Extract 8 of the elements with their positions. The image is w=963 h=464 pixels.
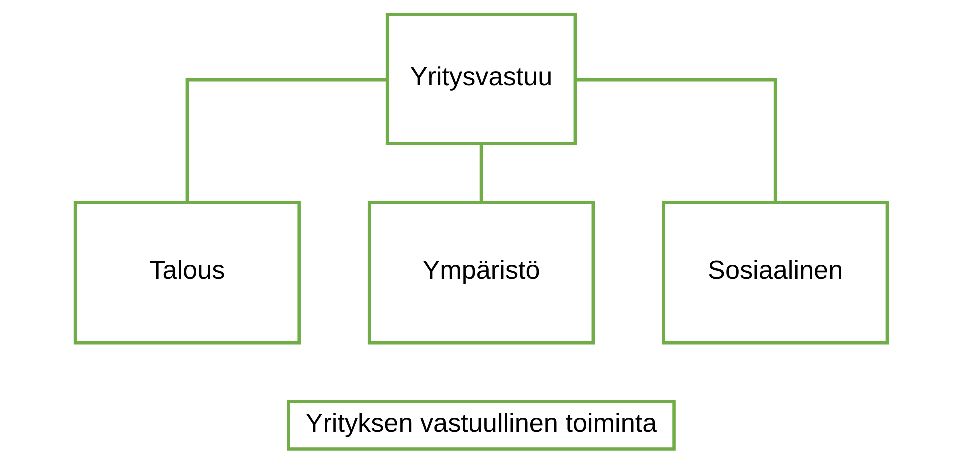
node-box: Sosiaalinen — [662, 200, 890, 345]
connector — [480, 144, 484, 202]
connector — [186, 78, 387, 202]
node-box: Talous — [74, 200, 301, 345]
node-box: Ympäristö — [368, 200, 596, 345]
node-box: Yritysvastuu — [386, 13, 578, 146]
node-box: Yrityksen vastuullinen toiminta — [287, 400, 676, 451]
connector — [576, 78, 778, 202]
